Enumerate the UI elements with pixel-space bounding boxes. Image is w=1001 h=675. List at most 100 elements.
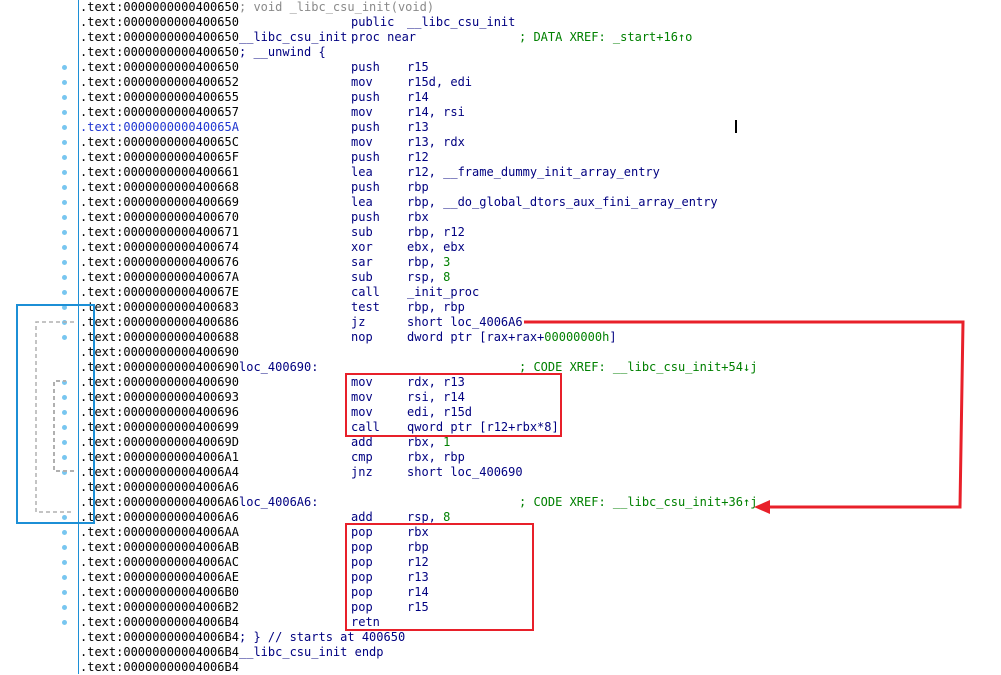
instruction-operands[interactable]: r14 [407,90,429,105]
instruction-operands[interactable]: r12 [407,555,429,570]
instruction-operands[interactable]: rsp, 8 [407,510,450,525]
xref-comment[interactable]: ; DATA XREF: _start+16↑o [519,30,693,44]
instruction-operands[interactable]: r15 [407,600,429,615]
breakpoint-dot[interactable] [62,590,67,595]
instruction-operands[interactable]: _init_proc [407,285,479,300]
breakpoint-dot[interactable] [62,140,67,145]
breakpoint-dot[interactable] [62,335,67,340]
instruction-operands[interactable]: rbx [407,210,429,225]
breakpoint-dot[interactable] [62,80,67,85]
instruction-operands[interactable]: rbp, rbp [407,300,465,315]
instruction-operands[interactable]: r12, __frame_dummy_init_array_entry [407,165,660,180]
instruction-operands[interactable]: r14, rsi [407,105,465,120]
instruction-operands[interactable]: rsi, r14 [407,390,465,405]
instruction-operands[interactable]: rbx, 1 [407,435,450,450]
instruction-operands[interactable]: r13 [407,570,429,585]
breakpoint-dot[interactable] [62,410,67,415]
breakpoint-dot[interactable] [62,515,67,520]
breakpoint-dot[interactable] [62,530,67,535]
breakpoint-dot[interactable] [62,95,67,100]
instruction-operands[interactable]: ebx, ebx [407,240,465,255]
code-label[interactable]: ; } // starts at 400650 [239,630,406,644]
breakpoint-dot[interactable] [62,125,67,130]
instruction-operands[interactable]: rsp, 8 [407,270,450,285]
breakpoint-dot[interactable] [62,545,67,550]
instruction-operands[interactable]: rbp, __do_global_dtors_aux_fini_array_en… [407,195,718,210]
breakpoint-dot[interactable] [62,245,67,250]
instruction-operands[interactable]: short loc_4006A6 [407,315,523,330]
breakpoint-dot[interactable] [62,215,67,220]
breakpoint-dot[interactable] [62,290,67,295]
listing-row[interactable]: .text:00000000004006B4 [0,660,1001,675]
instruction-operands[interactable]: qword ptr [r12+rbx*8] [407,420,559,435]
instruction-operands[interactable]: rbp [407,540,429,555]
breakpoint-dot[interactable] [62,200,67,205]
instruction-operands[interactable]: dword ptr [rax+rax+00000000h] [407,330,617,345]
breakpoint-dot[interactable] [62,260,67,265]
breakpoint-dot[interactable] [62,620,67,625]
instruction-operands[interactable]: rbp, 3 [407,255,450,270]
instruction-operands[interactable]: __libc_csu_init [407,15,515,30]
breakpoint-dot[interactable] [62,275,67,280]
instruction-operands[interactable]: rbx, rbp [407,450,465,465]
breakpoint-dot[interactable] [62,305,67,310]
listing-row[interactable]: .text:00000000004006B4__libc_csu_init en… [0,645,1001,660]
breakpoint-dot[interactable] [62,155,67,160]
breakpoint-dot[interactable] [62,395,67,400]
instruction-operands[interactable]: short loc_400690 [407,465,523,480]
breakpoint-dot[interactable] [62,110,67,115]
instruction-operands[interactable]: r14 [407,585,429,600]
breakpoint-dot[interactable] [62,425,67,430]
listing-row[interactable]: .text:0000000000400650; void _libc_csu_i… [0,0,1001,15]
breakpoint-dot[interactable] [62,170,67,175]
code-label[interactable]: __libc_csu_init [239,30,348,44]
instruction-operands[interactable]: r15 [407,60,429,75]
code-label[interactable]: ; __unwind { [239,45,326,59]
instruction-operands[interactable]: rbp [407,180,429,195]
breakpoint-dot[interactable] [62,470,67,475]
listing-row[interactable]: .text:0000000000400650; __unwind { [0,45,1001,60]
listing-row[interactable]: .text:00000000004006A6 [0,480,1001,495]
code-label[interactable]: __libc_csu_init endp [239,645,384,659]
xref-comment[interactable]: ; CODE XREF: __libc_csu_init+54↓j [519,360,758,374]
breakpoint-dot[interactable] [62,605,67,610]
instruction-operands[interactable]: r15d, edi [407,75,472,90]
breakpoint-dot[interactable] [62,455,67,460]
code-label[interactable]: loc_400690: [239,360,319,374]
xref-comment[interactable]: ; CODE XREF: __libc_csu_init+36↑j [519,495,758,509]
instruction-operands[interactable]: rbp, r12 [407,225,465,240]
breakpoint-dot[interactable] [62,560,67,565]
listing-row[interactable]: .text:00000000004006B4; } // starts at 4… [0,630,1001,645]
